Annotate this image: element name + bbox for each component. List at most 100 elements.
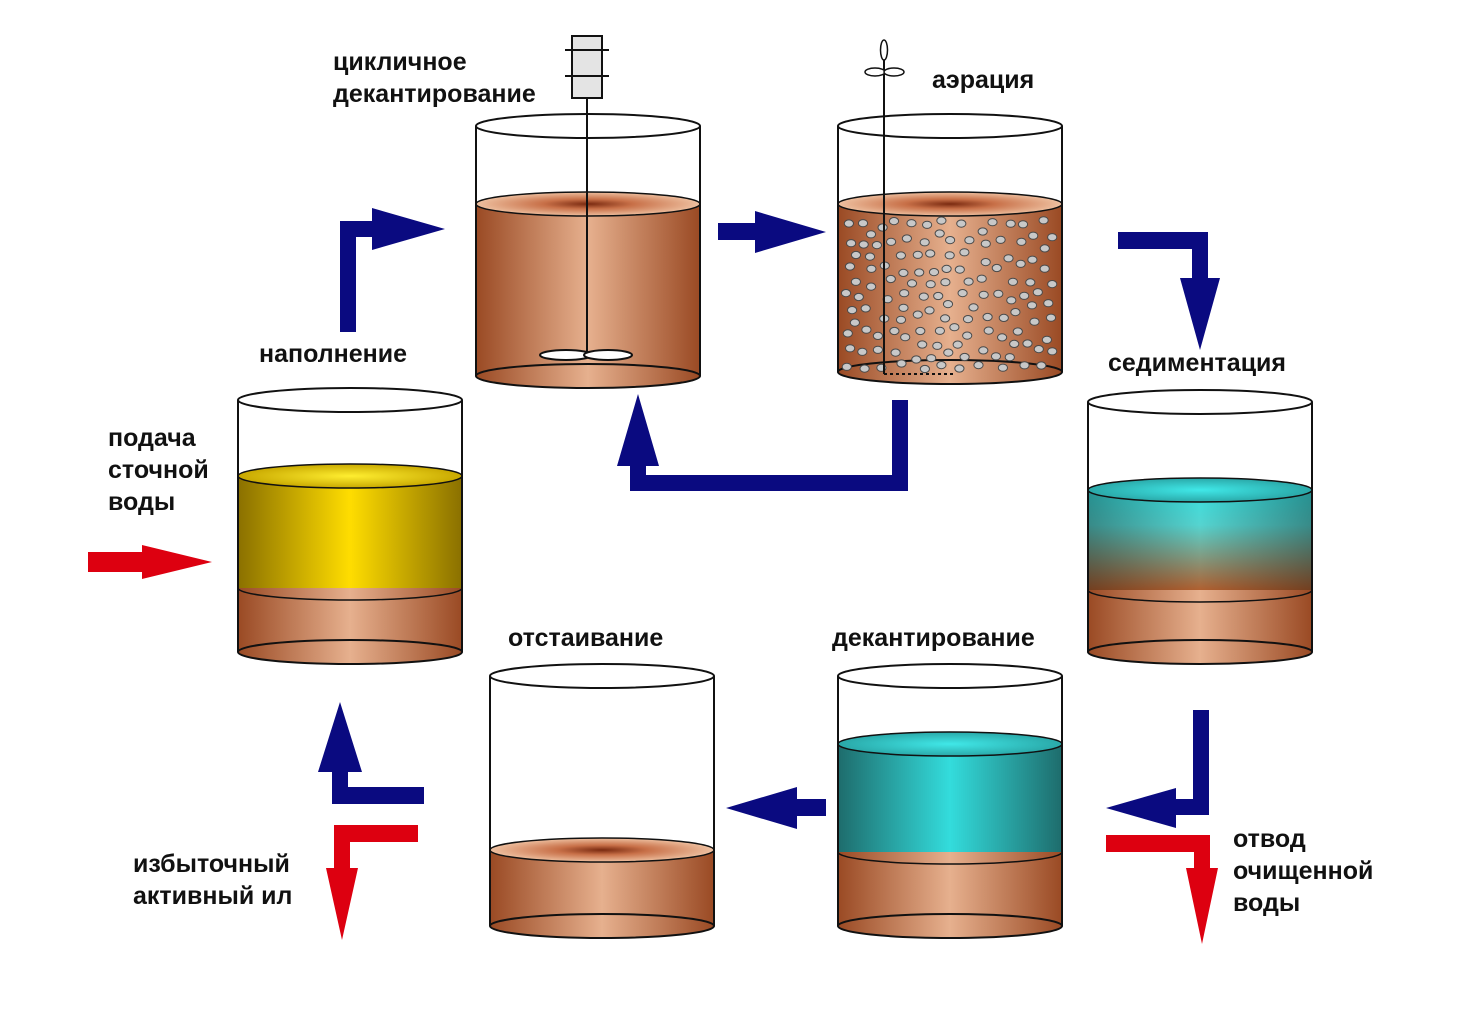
air-bubble xyxy=(993,289,1004,298)
arrow-cyclic-decanting-to-aeration xyxy=(718,211,826,253)
arrow-excess-sludge-out xyxy=(326,825,418,940)
air-bubble xyxy=(1039,244,1050,253)
air-bubble xyxy=(934,326,946,335)
air-bubble xyxy=(866,282,877,291)
tank-decanting xyxy=(837,663,1063,939)
air-bubble xyxy=(962,315,974,324)
air-bubble xyxy=(889,326,900,336)
arrow-sedimentation-to-decanting xyxy=(1106,710,1209,828)
air-bubble xyxy=(983,326,994,335)
air-bubble xyxy=(959,352,970,362)
arrow-filling-to-cyclic-decanting xyxy=(340,208,445,332)
air-bubble xyxy=(940,278,951,287)
air-bubble xyxy=(943,348,954,357)
label-excess-sludge: избыточный активный ил xyxy=(133,850,293,910)
air-bubble xyxy=(877,223,888,232)
air-bubble xyxy=(980,239,991,248)
air-bubble xyxy=(847,306,858,315)
air-bubble xyxy=(1047,347,1058,356)
air-bubble xyxy=(963,277,974,286)
air-bubble xyxy=(850,277,862,286)
air-bubble xyxy=(859,364,870,373)
air-bubble xyxy=(919,238,930,247)
air-bubble xyxy=(844,262,856,271)
label-aeration: аэрация xyxy=(932,66,1035,94)
air-bubble xyxy=(1038,216,1049,225)
air-bubble xyxy=(865,230,877,239)
air-bubble xyxy=(987,218,998,227)
air-bubble xyxy=(841,362,852,371)
air-bubble xyxy=(997,333,1008,342)
air-bubble xyxy=(1028,231,1039,240)
air-bubble xyxy=(952,340,963,349)
label-settling: отстаивание xyxy=(508,624,664,652)
air-bubble xyxy=(1047,280,1058,289)
air-bubble xyxy=(1005,219,1016,228)
air-bubble xyxy=(980,258,991,267)
aerator-icon xyxy=(864,39,956,375)
air-bubble xyxy=(962,331,973,340)
air-bubble xyxy=(872,345,884,354)
air-bubble xyxy=(1045,313,1057,322)
label-wastewater-feed: подача сточной воды xyxy=(108,424,209,516)
air-bubble xyxy=(918,292,929,301)
air-bubble xyxy=(860,304,871,313)
air-bubble xyxy=(1006,296,1017,305)
air-bubble xyxy=(912,310,923,319)
label-sedimentation: седиментация xyxy=(1108,349,1287,377)
air-bubble xyxy=(954,265,965,274)
label-treated-water-outlet: отвод очищенной воды xyxy=(1233,825,1374,917)
air-bubble xyxy=(1007,277,1019,286)
air-bubble xyxy=(1033,345,1044,354)
air-bubble xyxy=(1043,299,1054,308)
air-bubble xyxy=(976,274,987,283)
air-bubble xyxy=(853,292,864,302)
air-bubble xyxy=(896,359,907,368)
air-bubble xyxy=(885,274,896,284)
air-bubble xyxy=(898,303,909,312)
air-bubble xyxy=(1022,339,1033,348)
arrow-aeration-return xyxy=(617,394,908,491)
air-bubble xyxy=(956,219,967,228)
air-bubble xyxy=(926,354,937,363)
air-bubble xyxy=(1009,339,1020,348)
air-bubble xyxy=(936,361,947,370)
air-bubble xyxy=(895,315,907,324)
air-bubble xyxy=(1004,353,1015,362)
air-bubble xyxy=(928,268,940,277)
air-bubble xyxy=(1027,255,1038,264)
tank-filling xyxy=(237,387,463,665)
air-bubble xyxy=(866,264,877,273)
air-bubble xyxy=(1015,259,1026,268)
tank-aeration xyxy=(837,113,1063,385)
air-bubble xyxy=(936,216,947,225)
air-bubble xyxy=(968,303,979,312)
arrow-wastewater-inflow xyxy=(88,545,212,579)
air-bubble xyxy=(911,355,922,364)
air-bubble xyxy=(1036,361,1047,370)
air-bubble xyxy=(901,234,913,243)
air-bubble xyxy=(957,289,968,298)
air-bubble xyxy=(914,268,925,277)
air-bubble xyxy=(922,220,933,229)
air-bubble xyxy=(1025,278,1036,287)
air-bubble xyxy=(1032,288,1043,297)
air-bubble xyxy=(1026,301,1038,310)
air-bubble xyxy=(845,344,856,353)
air-bubble xyxy=(997,363,1009,372)
air-bubble xyxy=(995,235,1006,244)
air-bubble xyxy=(1010,308,1021,317)
air-bubble xyxy=(991,263,1002,273)
tank-settling xyxy=(489,663,715,939)
air-bubble xyxy=(900,333,911,342)
air-bubble xyxy=(925,280,936,289)
air-bubble xyxy=(941,264,952,273)
air-bubble xyxy=(906,279,918,288)
air-bubble xyxy=(932,341,943,350)
air-bubble xyxy=(886,237,897,246)
air-bubble xyxy=(942,300,954,309)
air-bubble xyxy=(1019,291,1030,300)
air-bubble xyxy=(843,219,855,228)
air-bubble xyxy=(1029,317,1040,326)
tank-sedimentation xyxy=(1087,389,1313,665)
